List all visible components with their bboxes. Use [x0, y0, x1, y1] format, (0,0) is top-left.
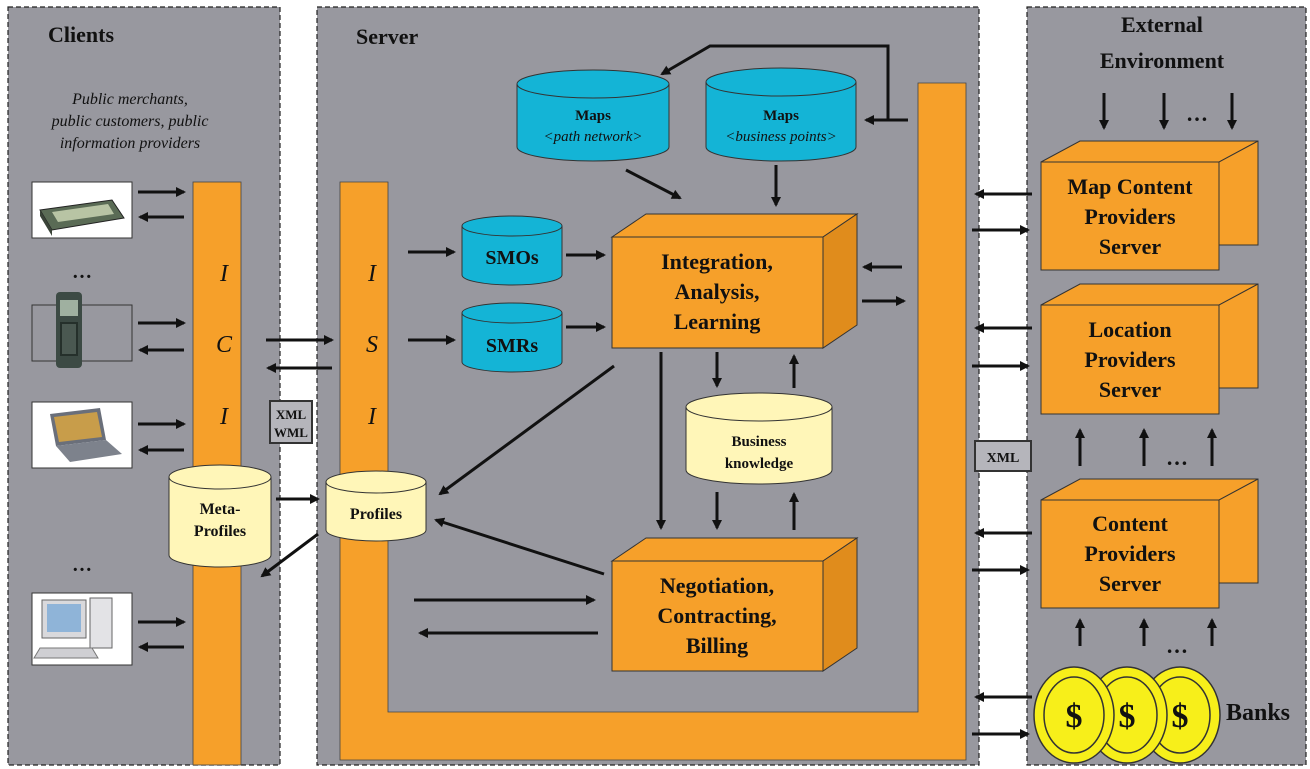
ici-letter-1: I — [219, 261, 229, 287]
clients-subtitle-line3: information providers — [60, 135, 200, 152]
map-content-providers-server: Map Content Providers Server — [1040, 140, 1259, 271]
clients-ellipsis-2: … — [72, 554, 92, 576]
maps-business-points-database: Maps <business points> — [705, 67, 857, 162]
banks-label: Banks — [1226, 700, 1290, 726]
content-providers-server: Content Providers Server — [1040, 478, 1259, 609]
business-knowledge-line2: knowledge — [725, 456, 794, 472]
xml-wml-line1: XML — [276, 407, 307, 422]
external-ellipsis-top: … — [1186, 101, 1208, 126]
profiles-database: Profiles — [325, 470, 427, 542]
desktop-computer-image — [31, 592, 133, 666]
smos-label: SMOs — [485, 247, 539, 269]
xml-tag: XML — [974, 440, 1032, 472]
content-line1: Content — [1092, 511, 1168, 536]
pda-image — [31, 181, 133, 239]
integration-module: Integration, Analysis, Learning — [610, 213, 859, 349]
server-title: Server — [356, 24, 419, 49]
integration-line2: Analysis, — [675, 279, 760, 304]
banks-coins: $ $ $ — [1033, 666, 1221, 764]
clients-subtitle-line2: public customers, public — [51, 113, 209, 130]
maps-business-title: Maps — [763, 108, 799, 124]
map-content-line1: Map Content — [1067, 174, 1193, 199]
business-knowledge-database: Business knowledge — [685, 392, 833, 485]
coin-icon: $ — [1033, 666, 1115, 764]
mobile-phone-image — [31, 292, 133, 368]
location-line1: Location — [1088, 317, 1171, 342]
content-line3: Server — [1099, 571, 1162, 596]
external-title-line2: Environment — [1100, 48, 1225, 73]
integration-line3: Learning — [674, 309, 761, 334]
smos-database: SMOs — [461, 215, 563, 286]
isi-letter-3: I — [367, 404, 377, 430]
meta-profiles-line2: Profiles — [194, 523, 246, 540]
coin-symbol-2: $ — [1119, 698, 1136, 735]
meta-profiles-line1: Meta- — [200, 501, 241, 518]
xml-wml-line2: WML — [274, 425, 308, 440]
isi-letter-1: I — [367, 261, 377, 287]
map-content-line2: Providers — [1084, 204, 1176, 229]
clients-ellipsis-1: … — [72, 261, 92, 283]
coin-symbol-3: $ — [1172, 698, 1189, 735]
server-arrows — [408, 44, 908, 638]
content-line2: Providers — [1084, 541, 1176, 566]
client-arrows — [138, 187, 186, 652]
profiles-label: Profiles — [350, 506, 402, 523]
smrs-label: SMRs — [486, 335, 538, 357]
negotiation-line2: Contracting, — [657, 603, 776, 628]
negotiation-module: Negotiation, Contracting, Billing — [610, 537, 859, 672]
maps-path-network-database: Maps <path network> — [516, 69, 670, 162]
negotiation-line3: Billing — [686, 633, 748, 658]
location-line3: Server — [1099, 377, 1162, 402]
ici-letter-2: C — [216, 332, 233, 358]
ici-letter-3: I — [219, 404, 229, 430]
negotiation-line1: Negotiation, — [660, 573, 774, 598]
maps-path-title: Maps — [575, 108, 611, 124]
coin-symbol-1: $ — [1066, 698, 1083, 735]
xml-wml-tag: XML WML — [269, 400, 313, 444]
external-title-line1: External — [1121, 12, 1203, 37]
external-arrows — [972, 93, 1237, 739]
location-line2: Providers — [1084, 347, 1176, 372]
maps-path-sub: <path network> — [544, 129, 643, 145]
server-l-frame — [339, 82, 967, 761]
location-providers-server: Location Providers Server — [1040, 283, 1259, 415]
clients-subtitle-line1: Public merchants, — [71, 91, 188, 108]
laptop-image — [31, 401, 133, 469]
xml-tag-label: XML — [987, 451, 1020, 466]
maps-business-sub: <business points> — [725, 129, 837, 145]
ici-isi-arrows — [260, 335, 334, 578]
smrs-database: SMRs — [461, 302, 563, 373]
clients-title: Clients — [48, 22, 114, 47]
external-ellipsis-mid: … — [1166, 445, 1188, 470]
isi-letter-2: S — [366, 332, 378, 358]
meta-profiles-database: Meta- Profiles — [168, 464, 272, 568]
map-content-line3: Server — [1099, 234, 1162, 259]
business-knowledge-line1: Business — [731, 434, 786, 450]
external-ellipsis-low: … — [1166, 633, 1188, 658]
integration-line1: Integration, — [661, 249, 773, 274]
